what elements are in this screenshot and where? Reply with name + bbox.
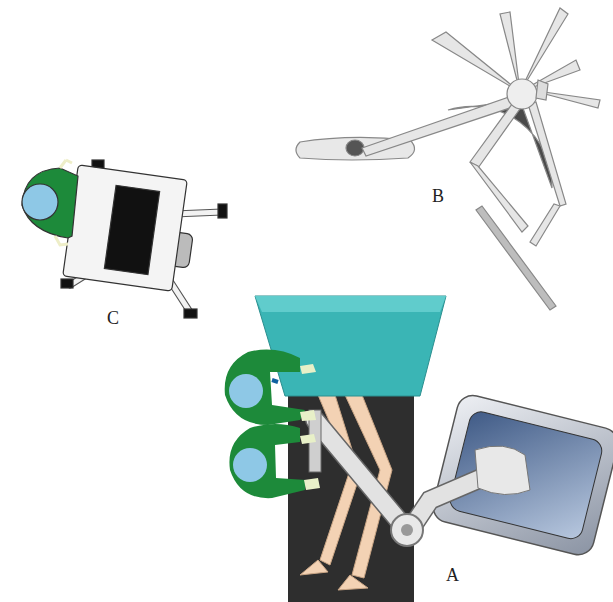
robot-arm — [309, 392, 613, 558]
surgical-assistants — [225, 350, 320, 499]
patient-cart — [296, 8, 600, 310]
part-letter: B — [432, 187, 444, 205]
operating-table — [255, 296, 446, 602]
part-letter: C — [107, 309, 119, 327]
part-letter: A — [446, 566, 459, 584]
surgeon-console — [22, 160, 227, 318]
